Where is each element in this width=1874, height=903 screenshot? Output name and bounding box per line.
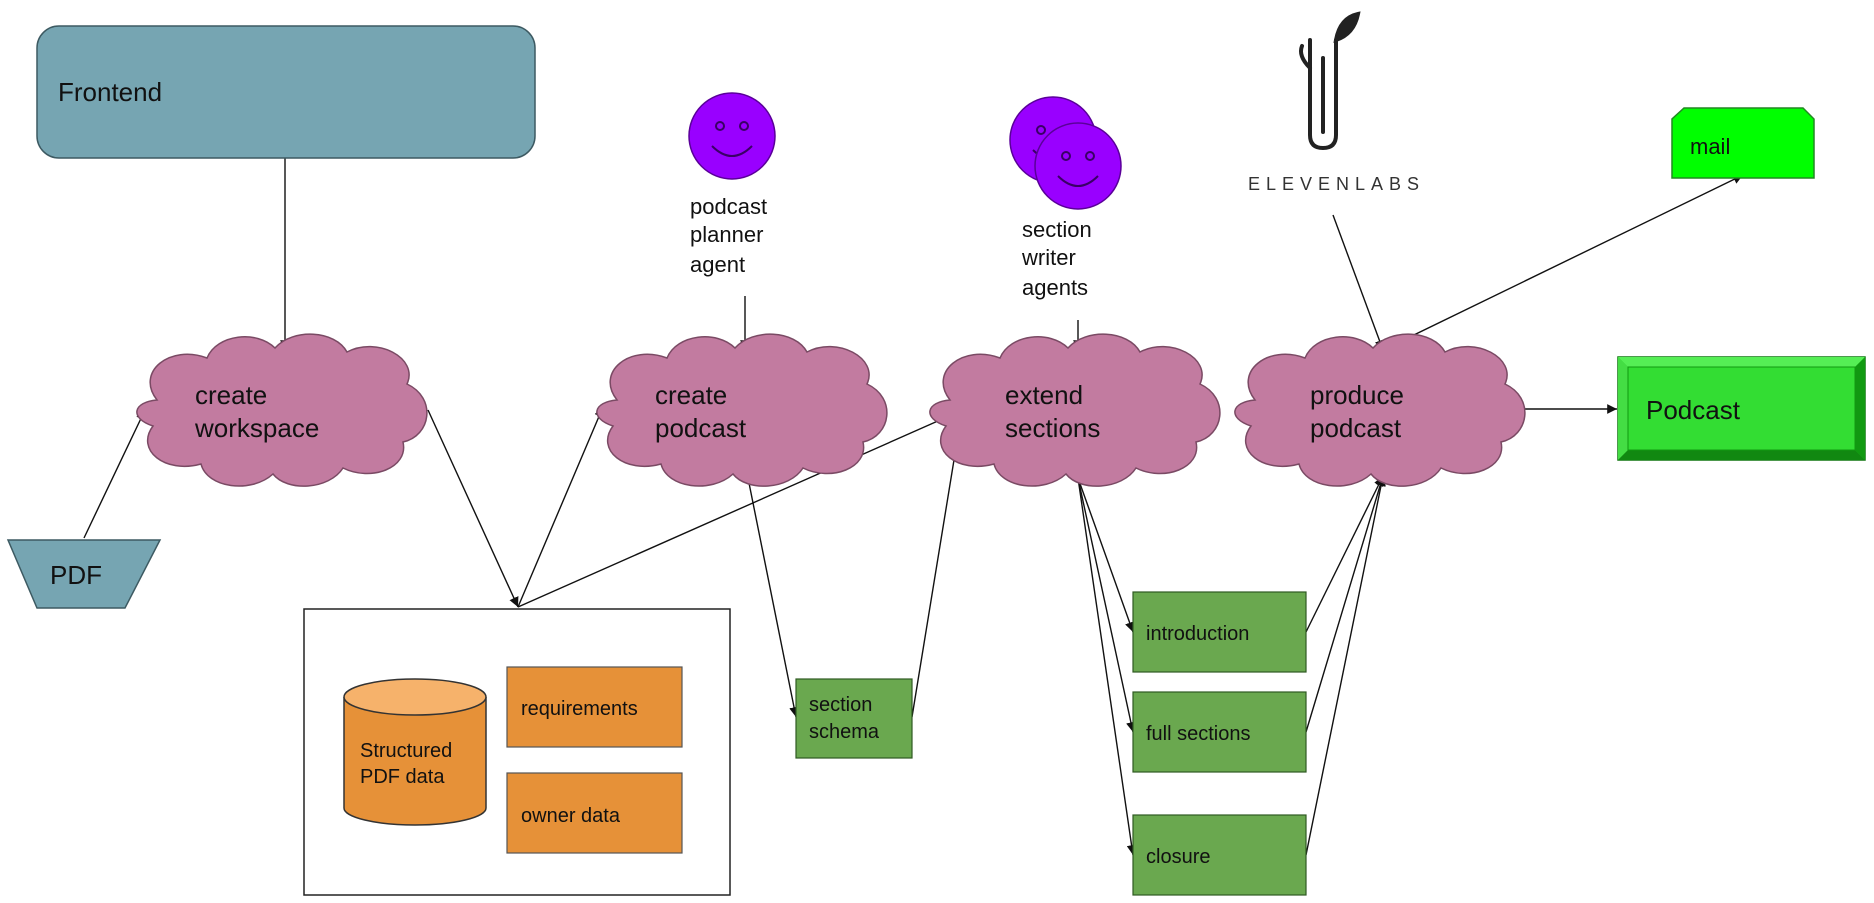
writer-line3: agents — [1022, 275, 1088, 300]
edge-create-workspace-to-data — [427, 409, 519, 608]
pdf-label: PDF — [50, 560, 102, 590]
svg-text:podcast: podcast — [655, 413, 747, 443]
frontend-box: Frontend — [36, 25, 536, 159]
svg-text:planner: planner — [690, 222, 763, 247]
edge-data-to-create-podcast — [517, 406, 604, 608]
requirements-label: requirements — [521, 698, 638, 720]
edge-introduction-to-produce — [1305, 475, 1384, 633]
mail-output: mail — [1671, 107, 1815, 179]
section-writer-agents: section writer agents — [1009, 96, 1122, 300]
create-podcast-line2: podcast — [655, 413, 747, 443]
cloud-produce-podcast: produce podcast — [1234, 333, 1526, 487]
agent-smiley-icon — [688, 92, 776, 180]
full-sections-label: full sections — [1146, 723, 1251, 745]
edge-create-podcast-to-schema — [747, 477, 799, 718]
edge-full-sections-to-produce — [1305, 475, 1385, 733]
closure-box: closure — [1132, 814, 1307, 896]
closure-label: closure — [1146, 846, 1210, 868]
produce-podcast-line2: podcast — [1310, 413, 1402, 443]
owner-data-label: owner data — [521, 805, 621, 827]
svg-text:Structured: Structured — [360, 740, 452, 762]
agent-smiley-icon-front — [1034, 122, 1122, 210]
pdf-input: PDF — [6, 539, 162, 609]
schema-line2: schema — [809, 721, 880, 743]
svg-text:sections: sections — [1005, 413, 1100, 443]
structured-pdf-data-cylinder: Structured PDF data — [343, 678, 487, 826]
full-sections-box: full sections — [1132, 691, 1307, 773]
podcast-output: Podcast — [1617, 356, 1866, 461]
cloud-extend-sections: extend sections — [929, 333, 1221, 487]
elevenlabs-wordmark: ELEVENLABS — [1248, 174, 1425, 194]
create-workspace-line1: create — [195, 380, 267, 410]
edge-closure-to-produce — [1305, 475, 1386, 856]
requirements-box: requirements — [506, 666, 683, 748]
svg-text:writer: writer — [1021, 245, 1076, 270]
svg-text:schema: schema — [809, 721, 880, 743]
frontend-label: Frontend — [58, 77, 162, 107]
podcast-planner-agent: podcast planner agent — [688, 92, 776, 277]
extend-sections-line2: sections — [1005, 413, 1100, 443]
produce-podcast-line1: produce — [1310, 380, 1404, 410]
writer-line1: section — [1022, 217, 1092, 242]
svg-text:podcast: podcast — [690, 194, 767, 219]
svg-text:produce: produce — [1310, 380, 1404, 410]
schema-line1: section — [809, 694, 872, 716]
svg-text:section: section — [809, 694, 872, 716]
svg-text:create: create — [655, 380, 727, 410]
introduction-box: introduction — [1132, 591, 1307, 673]
cloud-create-podcast: create podcast — [596, 333, 888, 487]
edge-data-to-extend-sections — [517, 408, 966, 608]
planner-line3: agent — [690, 252, 745, 277]
edge-extend-to-introduction — [1077, 477, 1135, 633]
podcast-label: Podcast — [1646, 395, 1741, 425]
edge-extend-to-full-sections — [1077, 477, 1136, 733]
planner-line1: podcast — [690, 194, 767, 219]
svg-text:section: section — [1022, 217, 1092, 242]
data-container: Structured PDF data requirements owner d… — [303, 608, 731, 896]
extend-sections-line1: extend — [1005, 380, 1083, 410]
edge-extend-to-closure — [1077, 477, 1137, 856]
cloud-create-workspace: create workspace — [136, 333, 428, 487]
mail-label: mail — [1690, 134, 1730, 159]
owner-data-box: owner data — [506, 772, 683, 854]
svg-text:agent: agent — [690, 252, 745, 277]
svg-text:podcast: podcast — [1310, 413, 1402, 443]
create-workspace-line2: workspace — [194, 413, 319, 443]
svg-text:PDF data: PDF data — [360, 766, 445, 788]
svg-text:workspace: workspace — [194, 413, 319, 443]
section-schema-box: section schema — [795, 678, 913, 759]
elevenlabs-logo: ELEVENLABS — [1248, 11, 1425, 194]
edge-pdf-to-create-workspace — [83, 409, 146, 539]
svg-text:extend: extend — [1005, 380, 1083, 410]
edge-produce-to-mail — [1382, 174, 1744, 351]
structured-line1: Structured — [360, 740, 452, 762]
svg-text:create: create — [195, 380, 267, 410]
edge-schema-to-extend-sections — [911, 410, 966, 718]
writer-line2: writer — [1021, 245, 1076, 270]
connectors — [83, 158, 1744, 856]
create-podcast-line1: create — [655, 380, 727, 410]
elevenlabs-icon — [1299, 11, 1361, 151]
svg-text:agents: agents — [1022, 275, 1088, 300]
structured-line2: PDF data — [360, 766, 445, 788]
introduction-label: introduction — [1146, 623, 1249, 645]
edge-elevenlabs-to-produce — [1332, 214, 1385, 351]
planner-line2: planner — [690, 222, 763, 247]
